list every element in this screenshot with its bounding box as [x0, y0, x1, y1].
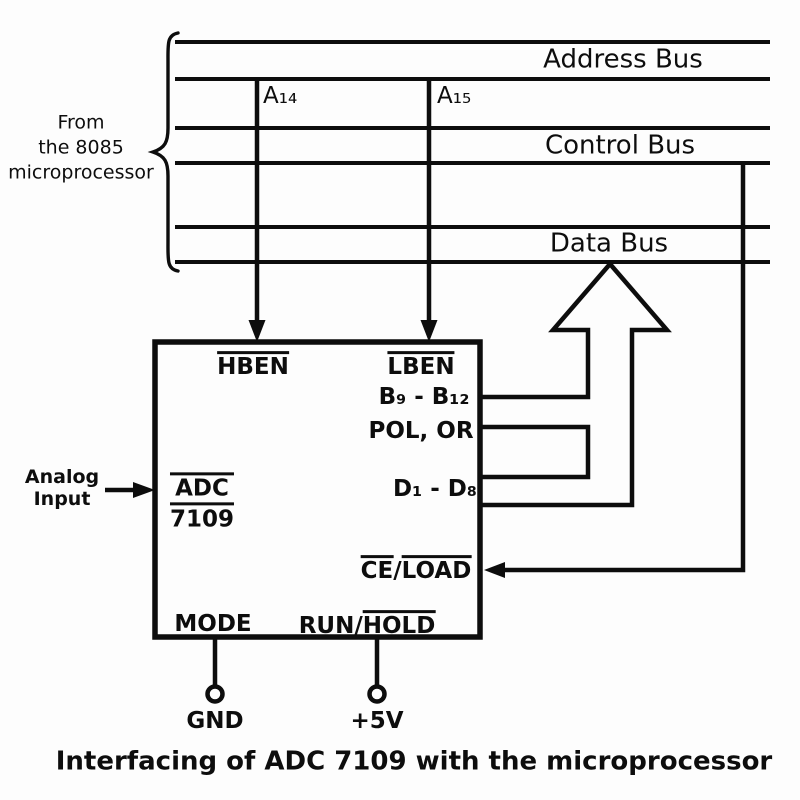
pin-hben: HBEN — [217, 351, 289, 381]
pin-mode: MODE — [174, 611, 252, 638]
data-bus-label: Data Bus — [549, 228, 669, 259]
pin-ce-load: CE/LOAD — [360, 555, 472, 585]
a15-arrowhead — [420, 320, 438, 342]
a15-label: A₁₅ — [437, 83, 472, 109]
data-bus-block-arrow — [480, 260, 672, 508]
pin-pol-or: POL, OR — [368, 418, 474, 445]
ce-load-arrowhead — [484, 562, 505, 578]
gnd-label: GND — [186, 708, 244, 735]
pin-lben: LBEN — [387, 351, 455, 381]
a14-label: A₁₄ — [263, 83, 298, 109]
pin-run-hold: RUN/HOLD — [299, 610, 436, 640]
analog-input-label: Analog Input — [24, 466, 100, 510]
source-label: From the 8085 microprocessor — [8, 111, 154, 184]
ce-load-wire — [502, 163, 746, 573]
gnd-terminal — [205, 684, 225, 704]
source-brace — [147, 31, 180, 273]
data-bus-block-arrow-notch — [480, 424, 591, 480]
adc-name: ADC 7109 — [170, 472, 234, 532]
supply-label: +5V — [350, 708, 404, 735]
pin-d1-d8: D₁ - D₈ — [393, 476, 477, 503]
adc-box — [152, 339, 483, 640]
supply-terminal — [367, 684, 387, 704]
bus-lines — [175, 40, 770, 264]
address-bus-label: Address Bus — [543, 44, 703, 75]
caption: Interfacing of ADC 7109 with the micropr… — [55, 746, 773, 777]
pin-b9-b12: B₉ - B₁₂ — [378, 384, 470, 411]
a14-arrowhead — [248, 320, 266, 342]
analog-input-arrowhead — [133, 482, 155, 498]
control-bus-label: Control Bus — [544, 130, 696, 161]
